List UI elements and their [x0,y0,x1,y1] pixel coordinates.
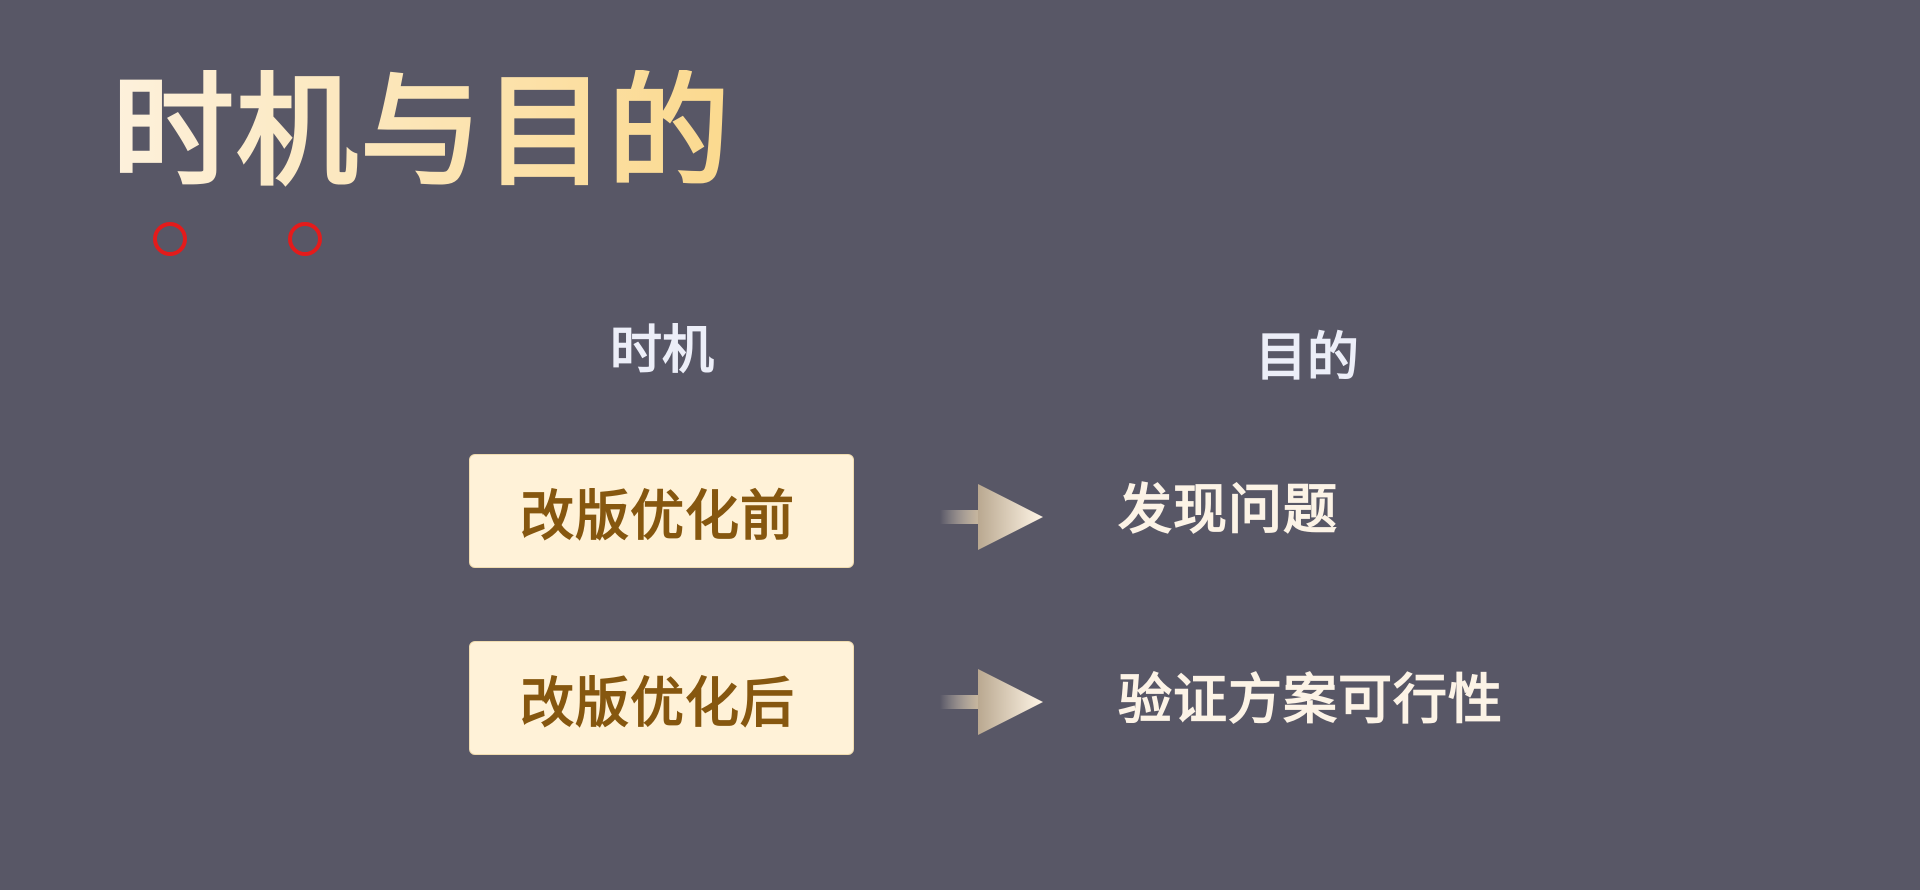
circle-marker-icon [153,222,187,256]
timing-column-header: 时机 [610,320,715,381]
purpose-text: 发现问题 [1118,477,1338,541]
right-arrow-icon [940,484,1043,550]
timing-label: 改版优化后 [520,670,795,735]
purpose-column-header: 目的 [1255,327,1360,388]
circle-marker-icon [288,222,322,256]
right-arrow-icon [940,669,1043,735]
page-title: 时机与目的 [112,59,732,203]
timing-label: 改版优化前 [520,483,795,548]
timing-box-after: 改版优化后 [469,641,854,755]
purpose-text: 验证方案可行性 [1118,667,1503,731]
timing-box-before: 改版优化前 [469,454,854,568]
